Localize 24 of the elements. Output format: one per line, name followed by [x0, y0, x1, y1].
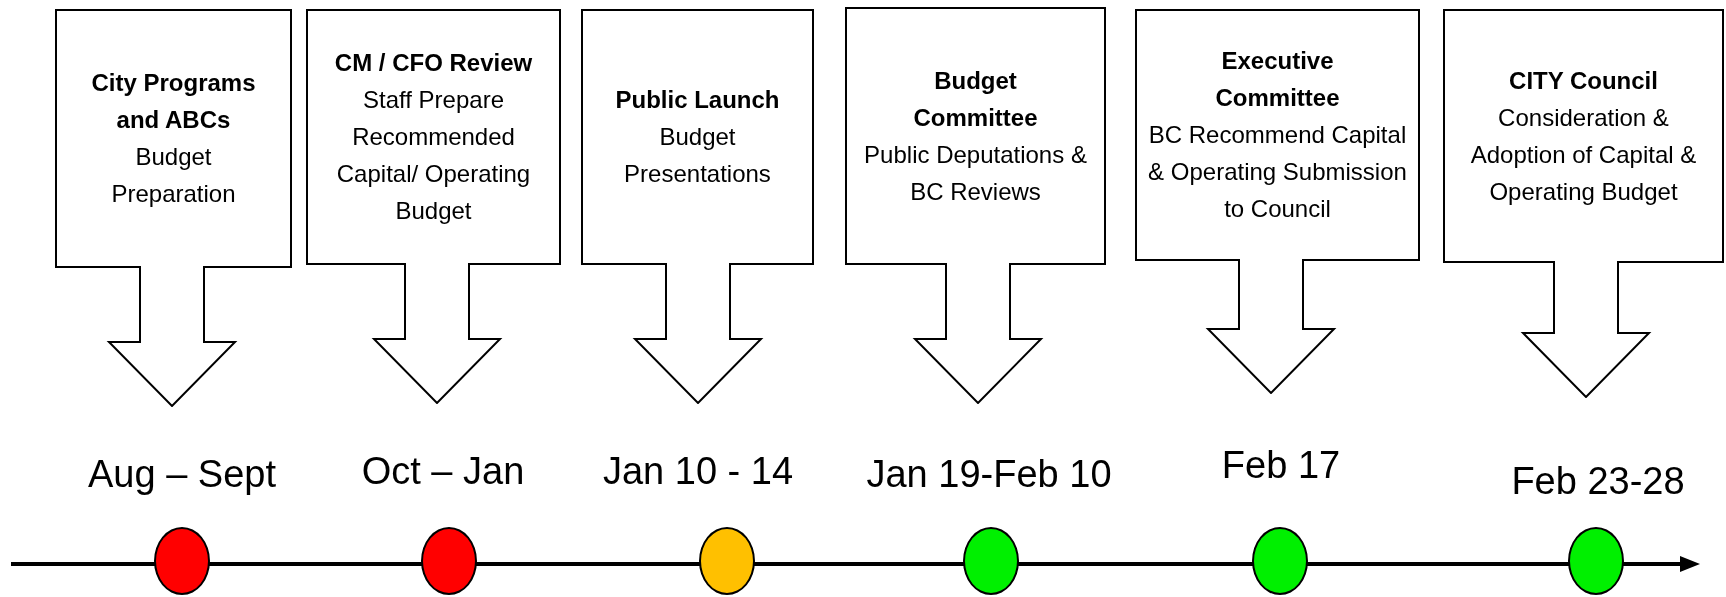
date-label: Jan 19-Feb 10	[866, 452, 1112, 496]
callout-arrow-box	[1135, 9, 1420, 394]
callout-heading: CM / CFO Review	[334, 48, 533, 78]
callout-text: Budget Presentations	[623, 122, 772, 189]
callout-arrow-box	[55, 9, 292, 407]
callout-arrow-box	[1443, 9, 1724, 398]
callout-arrow-box	[845, 7, 1106, 404]
callout-heading: CITY Council	[1509, 65, 1658, 96]
callout-heading: City Programs and ABCs	[90, 68, 257, 135]
callout-text: Public Deputations & BC Reviews	[863, 139, 1088, 207]
callout-text: Consideration & Adoption of Capital & Operating Budget	[1469, 102, 1698, 207]
callout-text: Staff Prepare Recommended Capital/ Operating Budget	[335, 85, 532, 226]
date-label: Feb 17	[1221, 443, 1341, 487]
callout-heading: Budget Committee	[912, 65, 1039, 133]
date-label: Feb 23-28	[1511, 459, 1685, 503]
callout-arrow-box	[306, 9, 561, 404]
callout-arrow-box	[581, 9, 814, 404]
date-label: Jan 10 - 14	[602, 449, 794, 493]
callout-text: BC Recommend Capital & Operating Submission to Council	[1147, 120, 1408, 224]
callout-text: Budget Preparation	[110, 142, 237, 209]
date-label: Oct – Jan	[361, 449, 525, 493]
callout-heading: Executive Committee	[1214, 46, 1341, 113]
callout-heading: Public Launch	[615, 85, 780, 115]
date-label: Aug – Sept	[88, 452, 276, 496]
